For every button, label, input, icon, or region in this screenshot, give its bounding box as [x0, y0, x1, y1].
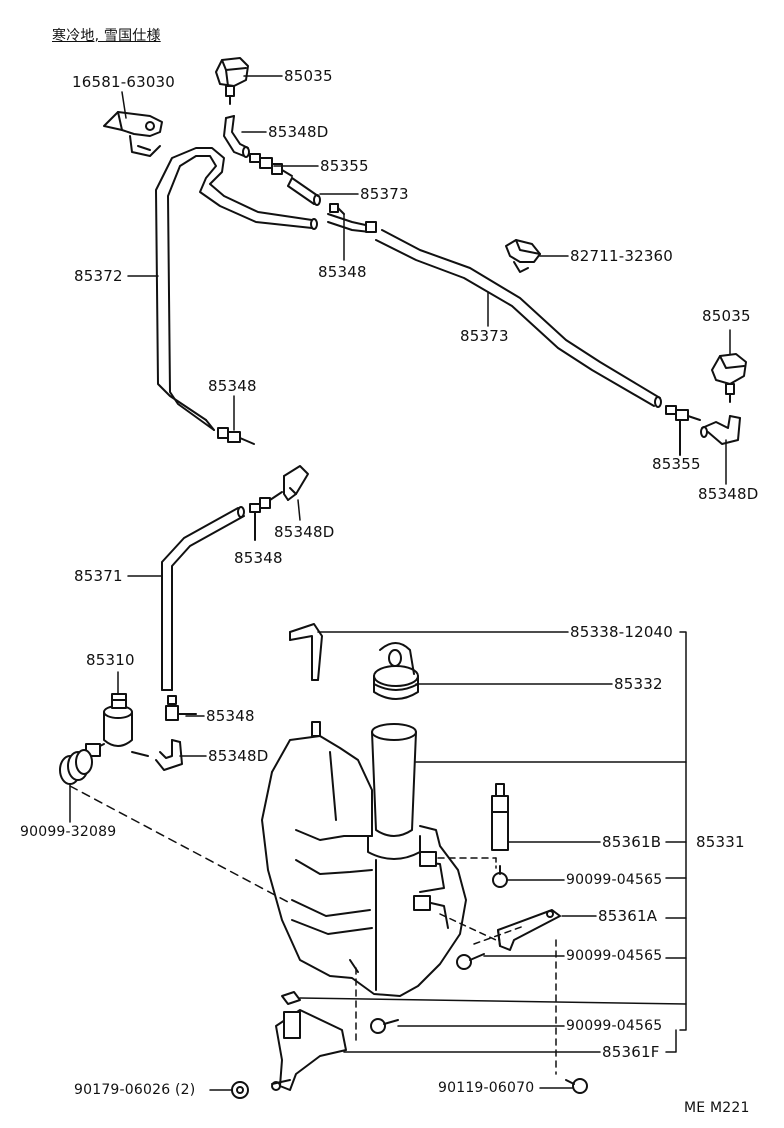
- label-85355-b: 85355: [652, 455, 701, 473]
- label-85373-a: 85373: [360, 185, 409, 203]
- label-90119-06070: 90119-06070: [438, 1080, 535, 1096]
- rubber-pad: [281, 991, 301, 1005]
- washer-nozzle-right: [711, 353, 747, 403]
- label-85331: 85331: [696, 833, 745, 851]
- label-90099-32089: 90099-32089: [20, 824, 117, 840]
- label-85338-12040: 85338-12040: [570, 623, 674, 641]
- label-85035-right: 85035: [702, 307, 751, 325]
- label-85361A: 85361A: [598, 907, 658, 925]
- label-90099-04565-c: 90099-04565: [566, 1018, 663, 1034]
- t-connector-middle: [327, 203, 377, 233]
- label-85348D-b: 85348D: [698, 485, 759, 503]
- label-85310: 85310: [86, 651, 135, 669]
- label-85348D-c: 85348D: [274, 523, 335, 541]
- connector-left-mid: [217, 427, 255, 445]
- label-85361F: 85361F: [602, 1043, 660, 1061]
- hose-85373-long: [375, 229, 662, 408]
- label-85373-b: 85373: [460, 327, 509, 345]
- label-85355-a: 85355: [320, 157, 369, 175]
- connector-near-pump: [165, 695, 197, 721]
- label-82711-32360: 82711-32360: [570, 247, 674, 265]
- label-85348-b: 85348: [208, 377, 257, 395]
- filler-hose: [289, 623, 323, 681]
- label-90099-04565-b: 90099-04565: [566, 948, 663, 964]
- pump-grommet: [59, 749, 93, 785]
- bolt-b: [439, 913, 497, 970]
- hose-85371: [161, 506, 245, 691]
- footer-code: ME M221: [684, 1100, 750, 1116]
- bracket-85361F: [271, 1009, 347, 1091]
- connector-mid: [249, 491, 283, 541]
- label-85348-d: 85348: [206, 707, 255, 725]
- label-85348D-d: 85348D: [208, 747, 269, 765]
- elbow-hose-right: [700, 415, 741, 445]
- dashed-guide-grommet: [69, 785, 289, 903]
- hose-85372: [155, 147, 318, 431]
- label-85035-top: 85035: [284, 67, 333, 85]
- washer-pump: [85, 693, 149, 757]
- bracket-85361B: [491, 783, 509, 851]
- bolt-a: [437, 857, 508, 888]
- elbow-hose-pump: [155, 739, 183, 771]
- label-85371: 85371: [74, 567, 123, 585]
- washer-tank: [261, 721, 467, 997]
- label-85348D-a: 85348D: [268, 123, 329, 141]
- elbow-hose-top: [223, 115, 250, 158]
- elbow-hose-mid: [283, 465, 309, 501]
- label-85361B: 85361B: [602, 833, 662, 851]
- tank-cap: [373, 642, 419, 700]
- label-85348-c: 85348: [234, 549, 283, 567]
- label-85348-a: 85348: [318, 263, 367, 281]
- connector-right: [665, 405, 701, 456]
- bracket-85361A: [497, 909, 561, 951]
- washer-nozzle-top: [215, 57, 249, 105]
- label-16581-63030: 16581-63030: [72, 73, 176, 91]
- short-hose: [287, 177, 321, 206]
- clamp-bracket: [103, 111, 163, 157]
- bolt-c: [355, 967, 399, 1045]
- nut-90179: [231, 1081, 249, 1099]
- label-90179-06026: 90179-06026 (2): [74, 1082, 196, 1098]
- leader-lines: [69, 75, 731, 1091]
- header-note: 寒冷地, 雪国仕様: [52, 28, 161, 44]
- label-85332: 85332: [614, 675, 663, 693]
- hose-clip: [505, 239, 541, 273]
- label-90099-04565-a: 90099-04565: [566, 872, 663, 888]
- connector-top-chain: [249, 153, 293, 177]
- label-85372: 85372: [74, 267, 123, 285]
